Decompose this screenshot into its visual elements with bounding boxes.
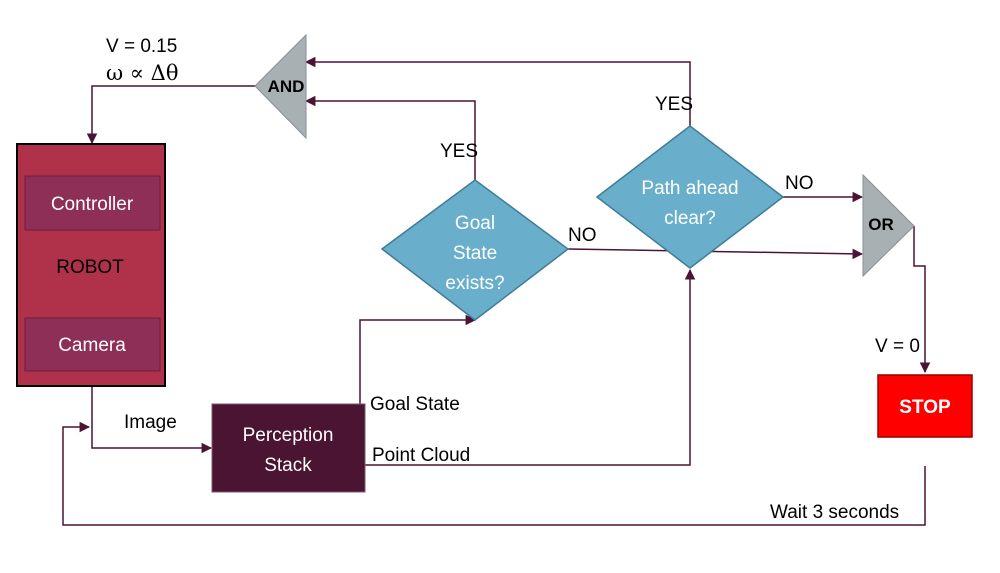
perception-block: Perception Stack <box>211 403 366 493</box>
perception-label-line2: Stack <box>264 455 312 476</box>
goal-decision: Goal State exists? <box>380 179 570 321</box>
robot-block: Controller ROBOT Camera <box>16 143 166 387</box>
perception-label-line1: Perception <box>243 425 334 446</box>
or-gate-label: OR <box>868 215 894 234</box>
arrow-stop-wait-loop <box>62 421 926 526</box>
velocity-label: V = 0.15 <box>106 36 177 57</box>
and-gate-triangle <box>254 33 307 140</box>
goal-decision-line1: Goal <box>455 213 495 234</box>
connectors <box>62 56 931 526</box>
goal-decision-diamond <box>380 179 570 321</box>
point-cloud-label: Point Cloud <box>372 445 470 466</box>
stop-label: STOP <box>899 397 951 418</box>
path-no-label: NO <box>785 173 814 194</box>
goal-no-label: NO <box>568 225 597 246</box>
arrow-goalstate-to-goal-decision <box>359 314 477 404</box>
edge-labels: V = 0.15 ω ∝ Δθ YES YES NO NO V = 0 Imag… <box>106 36 920 523</box>
wait-label: Wait 3 seconds <box>770 502 899 523</box>
image-label: Image <box>124 412 177 433</box>
controller-label: Controller <box>51 194 134 215</box>
stop-box <box>877 374 973 438</box>
arrow-goal-no-to-or <box>567 248 864 260</box>
stop-block: STOP <box>877 374 973 438</box>
arrow-pointcloud-to-path-decision <box>365 268 696 466</box>
robot-label: ROBOT <box>56 257 124 278</box>
goal-decision-line3: exists? <box>445 273 504 294</box>
and-gate: AND <box>254 33 307 140</box>
camera-box <box>24 317 161 372</box>
path-decision-line2: clear? <box>664 208 716 229</box>
goal-yes-label: YES <box>440 141 478 162</box>
v-zero-label: V = 0 <box>875 336 920 357</box>
controller-box <box>24 175 161 231</box>
arrow-or-to-stop <box>913 226 931 374</box>
arrow-goal-yes-to-and <box>304 95 476 180</box>
path-yes-label: YES <box>655 94 693 115</box>
path-decision: Path ahead clear? <box>595 125 785 269</box>
path-decision-line1: Path ahead <box>641 178 738 199</box>
omega-label: ω ∝ Δθ <box>106 61 179 85</box>
or-gate: OR <box>862 173 915 278</box>
or-gate-triangle <box>862 173 915 278</box>
perception-box <box>211 403 366 493</box>
arrow-path-yes-to-and <box>304 56 691 126</box>
arrow-image-to-perception <box>91 386 213 454</box>
path-decision-diamond <box>595 125 785 269</box>
arrow-and-to-robot <box>86 85 258 145</box>
goal-state-label: Goal State <box>370 394 460 415</box>
camera-label: Camera <box>58 335 126 356</box>
goal-decision-line2: State <box>453 243 497 264</box>
and-gate-label: AND <box>268 77 305 96</box>
